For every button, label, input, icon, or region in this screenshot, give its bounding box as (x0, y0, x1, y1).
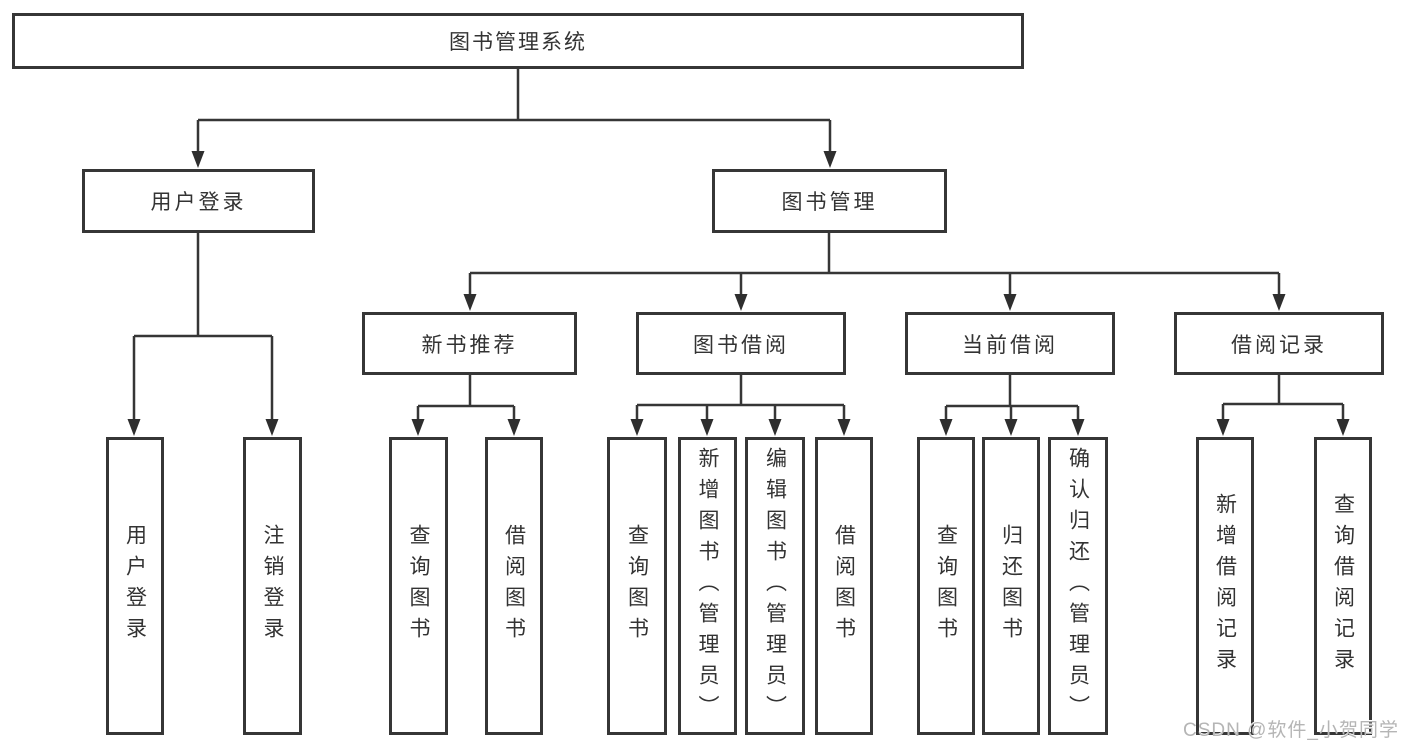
node-label: 新增借阅记录 (1213, 493, 1237, 679)
node-root-library-system: 图书管理系统 (12, 13, 1024, 69)
csdn-watermark: CSDN @软件_小贺同学 (1183, 720, 1399, 741)
node-label: 用户登录 (123, 524, 147, 648)
node-user-login: 用户登录 (82, 169, 315, 233)
leaf-query-borrow-record: 查询借阅记录 (1314, 437, 1372, 735)
node-label: 确认归还（管理员） (1066, 446, 1090, 726)
node-new-book-recommend: 新书推荐 (362, 312, 577, 375)
connector-lines (132, 69, 1345, 423)
leaf-current-query-books: 查询图书 (917, 437, 975, 735)
node-book-borrowing: 图书借阅 (636, 312, 846, 375)
leaf-recommend-query-books: 查询图书 (389, 437, 448, 735)
node-label: 查询图书 (625, 524, 649, 648)
leaf-recommend-borrow-books: 借阅图书 (485, 437, 543, 735)
leaf-logout: 注销登录 (243, 437, 302, 735)
leaf-add-books-admin: 新增图书（管理员） (678, 437, 737, 735)
node-label: 查询图书 (407, 524, 430, 648)
node-label: 借阅图书 (502, 524, 526, 648)
node-book-management: 图书管理 (712, 169, 947, 233)
node-label: 查询借阅记录 (1331, 493, 1355, 679)
node-label: 归还图书 (999, 524, 1023, 648)
node-label: 借阅记录 (1231, 333, 1327, 357)
leaf-borrowing-query-books: 查询图书 (607, 437, 667, 735)
node-label: 新书推荐 (421, 333, 518, 357)
node-label: 图书管理系统 (449, 31, 587, 54)
node-label: 借阅图书 (832, 524, 856, 648)
leaf-edit-books-admin: 编辑图书（管理员） (745, 437, 805, 735)
node-label: 编辑图书（管理员） (763, 446, 787, 726)
node-label: 图书借阅 (693, 333, 789, 357)
node-borrowing-records: 借阅记录 (1174, 312, 1384, 375)
node-label: 用户登录 (150, 191, 247, 214)
node-label: 注销登录 (261, 524, 284, 648)
node-label: 查询图书 (934, 524, 958, 648)
node-current-borrowing: 当前借阅 (905, 312, 1115, 375)
leaf-borrowing-borrow-books: 借阅图书 (815, 437, 873, 735)
leaf-confirm-return-admin: 确认归还（管理员） (1048, 437, 1108, 735)
leaf-return-books: 归还图书 (982, 437, 1040, 735)
leaf-user-login: 用户登录 (106, 437, 164, 735)
node-label: 当前借阅 (962, 333, 1058, 357)
node-label: 图书管理 (781, 191, 878, 214)
leaf-add-borrow-record: 新增借阅记录 (1196, 437, 1254, 735)
node-label: 新增图书（管理员） (696, 446, 719, 726)
